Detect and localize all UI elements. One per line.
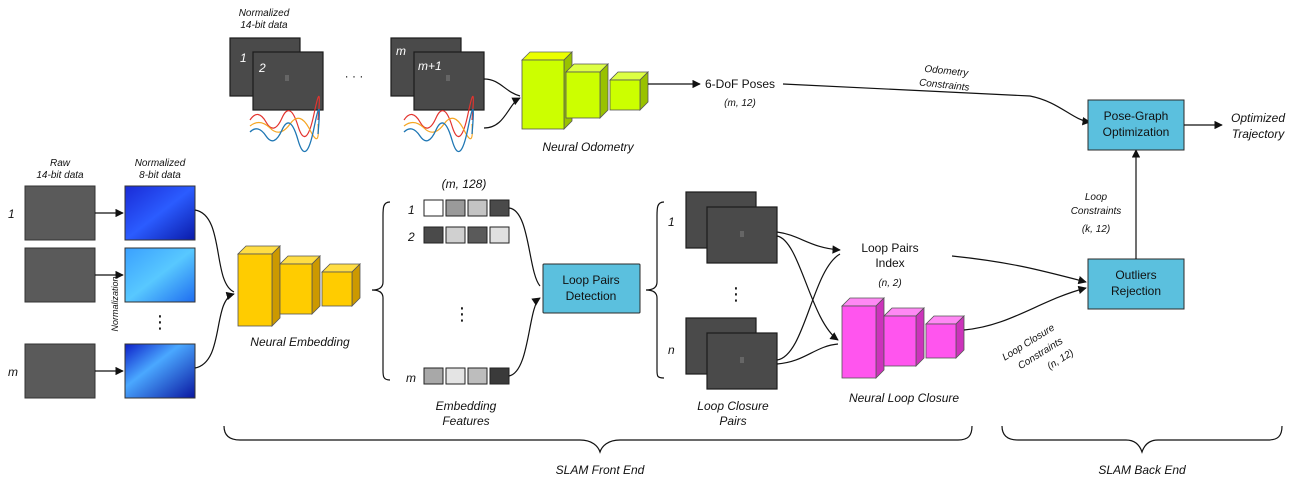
embedding-row-1-index: 1 <box>408 203 415 217</box>
loop-closure-pairs-bracket <box>645 201 665 379</box>
raw-title-line-1: Raw <box>50 158 71 169</box>
loop-closure-pairs: 1 ⋮ n Loop Closure Pairs <box>668 191 778 428</box>
embedding-row-m-arrow <box>508 297 541 377</box>
optimized-trajectory-line-1: Optimized <box>1231 111 1285 125</box>
neural-odometry-network <box>521 51 649 130</box>
loop-closure-pairs-line-2: Pairs <box>719 414 746 428</box>
back-end-label: SLAM Back End <box>1098 463 1186 477</box>
embedding-row-1-arrow <box>508 207 541 287</box>
outliers-rejection-line-1: Outliers <box>1115 268 1156 282</box>
outliers-rejection-box: Outliers Rejection <box>1087 258 1185 310</box>
normalization-side-label: Normalization <box>110 276 120 331</box>
optimized-trajectory-line-2: Trajectory <box>1232 127 1285 141</box>
pose-graph-optimization-box: Pose-Graph Optimization <box>1087 99 1185 151</box>
loop-pairs-index-line-1: Loop Pairs <box>861 241 918 255</box>
loop-pairs-index-line-2: Index <box>875 256 904 270</box>
raw-title-line-2: 14-bit data <box>36 170 84 181</box>
raw-frame-2 <box>24 247 96 303</box>
neural-odometry-label: Neural Odometry <box>542 140 634 154</box>
embedding-row-1 <box>423 199 510 217</box>
raw-frame-1 <box>24 185 96 241</box>
loop-closure-pairs-line-1: Loop Closure <box>697 399 769 413</box>
index-to-outliers-arrow <box>951 255 1087 285</box>
input-frames: Raw 14-bit data Normalized 8-bit data 1 … <box>8 158 235 399</box>
raw-frame-m <box>24 343 96 399</box>
normalized-frame-1 <box>124 185 196 241</box>
frame-mark <box>446 75 450 81</box>
embedding-ellipsis: ⋮ <box>453 304 471 324</box>
normalized-title-line-1: Normalized <box>135 158 186 169</box>
loop-pairs-ellipsis: ⋮ <box>727 284 745 304</box>
imu-signal-plot-2 <box>403 95 474 153</box>
six-dof-poses-label: 6-DoF Poses <box>705 77 775 91</box>
loop-constraints-shape: (k, 12) <box>1082 224 1110 235</box>
pair-n-to-index-arrow <box>776 253 841 361</box>
frame-mark <box>740 231 744 237</box>
six-dof-poses-shape: (m, 12) <box>724 98 756 109</box>
pose-graph-line-2: Optimization <box>1103 125 1170 139</box>
odometry-input-arrow-top <box>483 78 521 97</box>
normalized-to-embedding-arrow-bottom <box>194 291 235 369</box>
embedding-shape-label: (m, 128) <box>442 177 487 191</box>
normalized-frame-m <box>124 343 196 399</box>
odometry-constraints-line-2: Constraints <box>919 77 970 93</box>
loop-constraints-line-1: Loop <box>1085 192 1108 203</box>
embedding-row-m-index: m <box>406 371 416 385</box>
odometry-ellipsis: · · · <box>345 69 364 83</box>
pose-graph-line-1: Pose-Graph <box>1104 109 1169 123</box>
embedding-row-m <box>423 367 510 385</box>
loop-pairs-index-shape: (n, 2) <box>878 278 901 289</box>
loop-pairs-detection-line-1: Loop Pairs <box>562 273 619 287</box>
pair-n-to-loop-closure-arrow <box>776 343 839 365</box>
imu-signal-plot-1 <box>249 95 320 153</box>
odometry-constraints-line-1: Odometry <box>924 64 970 80</box>
front-end-label: SLAM Front End <box>556 463 645 477</box>
outliers-rejection-line-2: Rejection <box>1111 284 1161 298</box>
loop-pairs-detection-box: Loop Pairs Detection <box>542 263 641 314</box>
odometry-frame-1-label: 1 <box>240 51 247 65</box>
neural-embedding-network <box>237 245 361 327</box>
raw-index-m: m <box>8 365 18 379</box>
loop-closure-to-outliers-arrow <box>963 285 1087 331</box>
embedding-row-2-index: 2 <box>407 230 415 244</box>
raw-index-1: 1 <box>8 207 15 221</box>
odometry-frame-2-label: 2 <box>258 61 266 75</box>
normalized-to-embedding-arrow-top <box>194 209 235 293</box>
neural-embedding-label: Neural Embedding <box>250 335 350 349</box>
neural-loop-closure-network <box>841 297 965 379</box>
odometry-frame-m-plus-1-label: m+1 <box>418 59 442 73</box>
loop-pair-index-1: 1 <box>668 215 675 229</box>
normalized-frame-2 <box>124 247 196 303</box>
front-end-brace <box>223 425 973 454</box>
loop-pairs-detection-line-2: Detection <box>566 289 617 303</box>
embedding-row-2 <box>423 226 510 244</box>
odometry-branch: Normalized 14-bit data 1 2 · · · m m+1 <box>229 8 1091 154</box>
normalized-ellipsis: ⋮ <box>151 312 169 332</box>
pair-1-to-index-arrow <box>776 231 841 254</box>
odometry-constraints-arrow <box>782 83 1091 126</box>
frame-mark <box>740 357 744 363</box>
odometry-frame-m-label: m <box>396 44 406 58</box>
odometry-input-title-line-2: 14-bit data <box>240 20 288 31</box>
embedding-features: (m, 128) 1 2 m ⋮ Embedding Features <box>406 177 541 428</box>
odometry-input-title-line-1: Normalized <box>239 8 290 19</box>
normalized-title-line-2: 8-bit data <box>139 170 181 181</box>
loop-pair-index-n: n <box>668 343 675 357</box>
embedding-features-bracket <box>371 201 391 381</box>
back-end-brace <box>1001 425 1283 454</box>
embedding-features-line-1: Embedding <box>436 399 497 413</box>
odometry-input-arrow-bottom <box>483 97 521 129</box>
loop-constraints-line-2: Constraints <box>1071 206 1122 217</box>
embedding-features-line-2: Features <box>442 414 489 428</box>
neural-loop-closure-label: Neural Loop Closure <box>849 391 959 405</box>
pair-1-to-loop-closure-arrow <box>776 235 839 341</box>
frame-mark <box>285 75 289 81</box>
